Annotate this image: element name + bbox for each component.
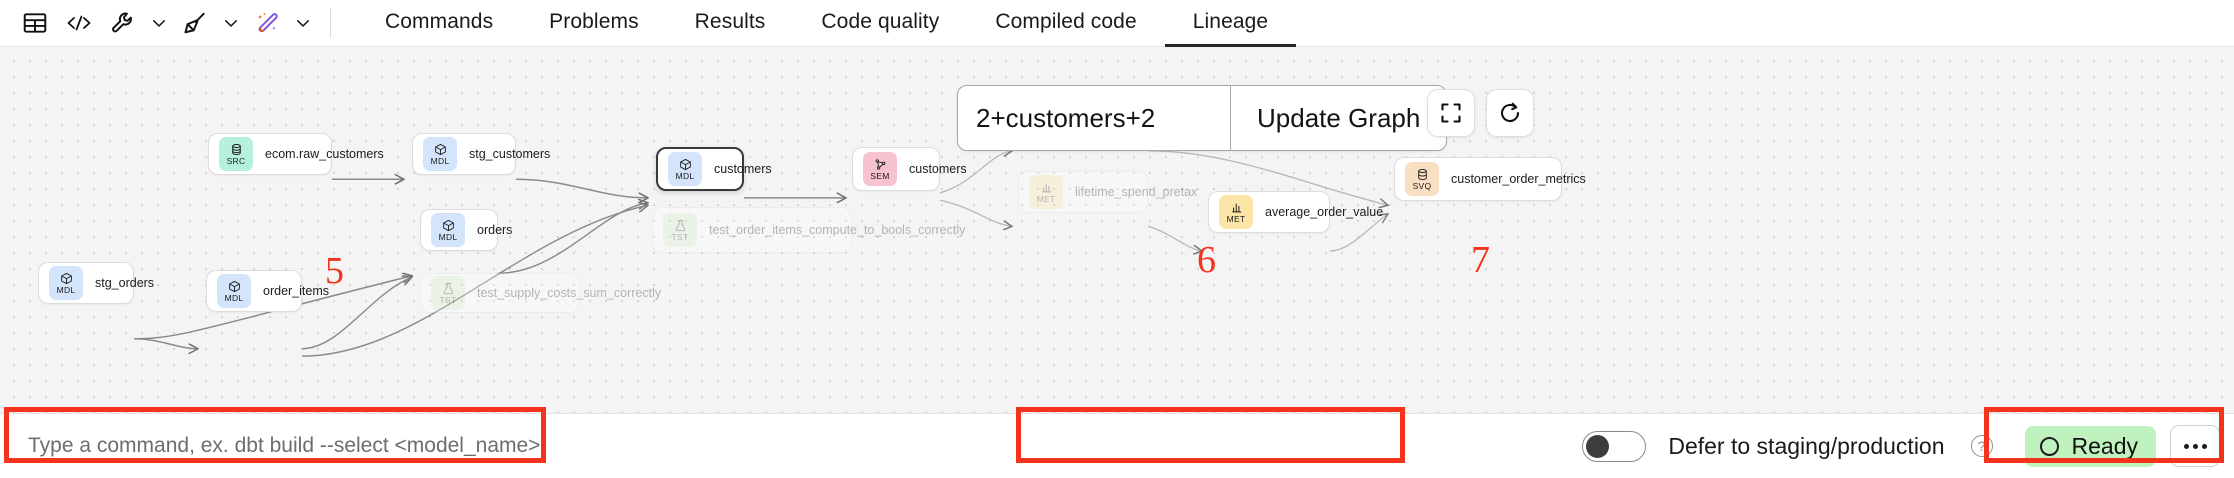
lineage-node-label: customers (909, 162, 967, 176)
command-bar: Defer to staging/production ? Ready (0, 414, 2234, 478)
lineage-node-label: stg_customers (469, 147, 551, 161)
magic-wand-icon[interactable] (246, 4, 288, 42)
lineage-node-label: order_items (263, 284, 329, 298)
editor-toolbar: Commands Problems Results Code quality C… (0, 0, 2234, 47)
status-badge[interactable]: Ready (2024, 425, 2156, 467)
graph-selector-input[interactable] (958, 86, 1230, 150)
tab-commands[interactable]: Commands (385, 9, 494, 33)
node-badge-tst: TST (431, 276, 465, 310)
status-group: Ready (2024, 425, 2220, 467)
dot-icon (2183, 443, 2189, 449)
node-badge-svq: SVQ (1405, 162, 1439, 196)
tab-compiled-code[interactable]: Compiled code (995, 9, 1137, 33)
node-badge-mdl: MDL (668, 152, 702, 186)
refresh-icon[interactable] (1486, 89, 1534, 137)
command-input[interactable] (14, 424, 1022, 468)
node-badge-mdl-label: MDL (224, 293, 244, 303)
node-badge-tst: TST (663, 213, 697, 247)
lineage-node-label: orders (477, 223, 513, 237)
lineage-node-label: ecom.raw_customers (265, 147, 384, 161)
tab-lineage[interactable]: Lineage (1164, 0, 1297, 47)
lineage-node-label: customers (714, 162, 772, 176)
lineage-node-label: test_order_items_compute_to_bools_correc… (709, 223, 966, 237)
toolbar-divider (330, 8, 331, 38)
node-badge-mdl: MDL (423, 137, 457, 171)
node-badge-tst-label: TST (671, 232, 689, 242)
node-badge-mdl-label: MDL (56, 285, 76, 295)
lineage-node-stg-orders[interactable]: MDL stg_orders (38, 262, 154, 304)
lineage-node-test-order-items[interactable]: TST test_order_items_compute_to_bools_co… (652, 207, 965, 253)
code-view-icon[interactable] (58, 4, 100, 42)
node-badge-mdl-label: MDL (438, 232, 458, 242)
node-badge-sem: SEM (863, 152, 897, 186)
node-badge-tst-label: TST (439, 295, 457, 305)
node-badge-mdl: MDL (431, 213, 465, 247)
node-badge-met: MET (1219, 195, 1253, 229)
lineage-node-test-supply-costs[interactable]: TST test_supply_costs_sum_correctly (420, 273, 661, 313)
circle-icon (2039, 436, 2059, 456)
lineage-graph-canvas[interactable]: SRC ecom.raw_customers MDL stg_customers… (0, 47, 2234, 414)
node-badge-svq-label: SVQ (1412, 181, 1432, 191)
lineage-node-label: average_order_value (1265, 205, 1384, 219)
annotation-number-7: 7 (1471, 239, 1490, 281)
node-badge-mdl: MDL (49, 266, 83, 300)
node-badge-mdl-label: MDL (430, 156, 450, 166)
lineage-node-customers-model[interactable]: MDL customers (656, 147, 772, 191)
question-mark-icon[interactable]: ? (1970, 435, 1993, 457)
node-badge-mdl: MDL (217, 274, 251, 308)
dot-icon (2192, 443, 2198, 449)
dot-icon (2201, 443, 2207, 449)
broom-icon[interactable] (174, 4, 216, 42)
defer-control-group: Defer to staging/production (1582, 430, 1945, 462)
lineage-node-label: stg_orders (95, 276, 155, 290)
lineage-node-orders[interactable]: MDL orders (420, 209, 512, 251)
tab-problems[interactable]: Problems (549, 9, 639, 33)
chevron-down-icon-broom[interactable] (218, 4, 244, 42)
lineage-node-customers-semantic[interactable]: SEM customers (852, 147, 967, 191)
lineage-node-ecom-raw-customers[interactable]: SRC ecom.raw_customers (208, 133, 384, 175)
toolbar-icon-group (0, 4, 345, 42)
more-options-button[interactable] (2170, 425, 2220, 467)
lineage-node-label: test_supply_costs_sum_correctly (477, 286, 662, 300)
node-badge-met: MET (1029, 175, 1063, 209)
lineage-node-lifetime-spend-pretax[interactable]: MET lifetime_spend_pretax (1018, 171, 1197, 213)
node-badge-mdl-label: MDL (675, 171, 695, 181)
tab-code-quality[interactable]: Code quality (821, 9, 940, 33)
fit-to-screen-icon[interactable] (1427, 89, 1475, 137)
chevron-down-icon-magic[interactable] (290, 4, 316, 42)
node-badge-src-label: SRC (226, 156, 246, 166)
lineage-node-average-order-value[interactable]: MET average_order_value (1208, 191, 1383, 233)
defer-toggle[interactable] (1582, 430, 1647, 462)
status-badge-label: Ready (2071, 432, 2138, 459)
annotation-number-5: 5 (325, 250, 344, 292)
wrench-icon[interactable] (102, 4, 144, 42)
defer-label: Defer to staging/production (1668, 432, 1945, 459)
node-badge-src: SRC (219, 137, 253, 171)
lineage-node-stg-customers[interactable]: MDL stg_customers (412, 133, 550, 175)
chevron-down-icon-wrench[interactable] (146, 4, 172, 42)
lineage-node-customer-order-metrics[interactable]: SVQ customer_order_metrics (1394, 157, 1586, 201)
lineage-node-label: lifetime_spend_pretax (1075, 185, 1198, 199)
annotation-number-6: 6 (1197, 239, 1216, 281)
update-graph-button[interactable]: Update Graph (1257, 102, 1421, 133)
tab-results[interactable]: Results (694, 9, 766, 33)
node-badge-met-label: MET (1036, 194, 1056, 204)
graph-selector-divider (1230, 86, 1231, 150)
lineage-node-order-items[interactable]: MDL order_items (206, 270, 329, 312)
lineage-node-label: customer_order_metrics (1451, 172, 1586, 186)
node-badge-met-label: MET (1226, 214, 1246, 224)
graph-selector-bar: Update Graph (957, 85, 1448, 151)
node-badge-sem-label: SEM (870, 171, 890, 181)
table-view-icon[interactable] (14, 4, 56, 42)
editor-tab-bar: Commands Problems Results Code quality C… (357, 0, 1297, 47)
defer-toggle-knob (1586, 434, 1610, 458)
